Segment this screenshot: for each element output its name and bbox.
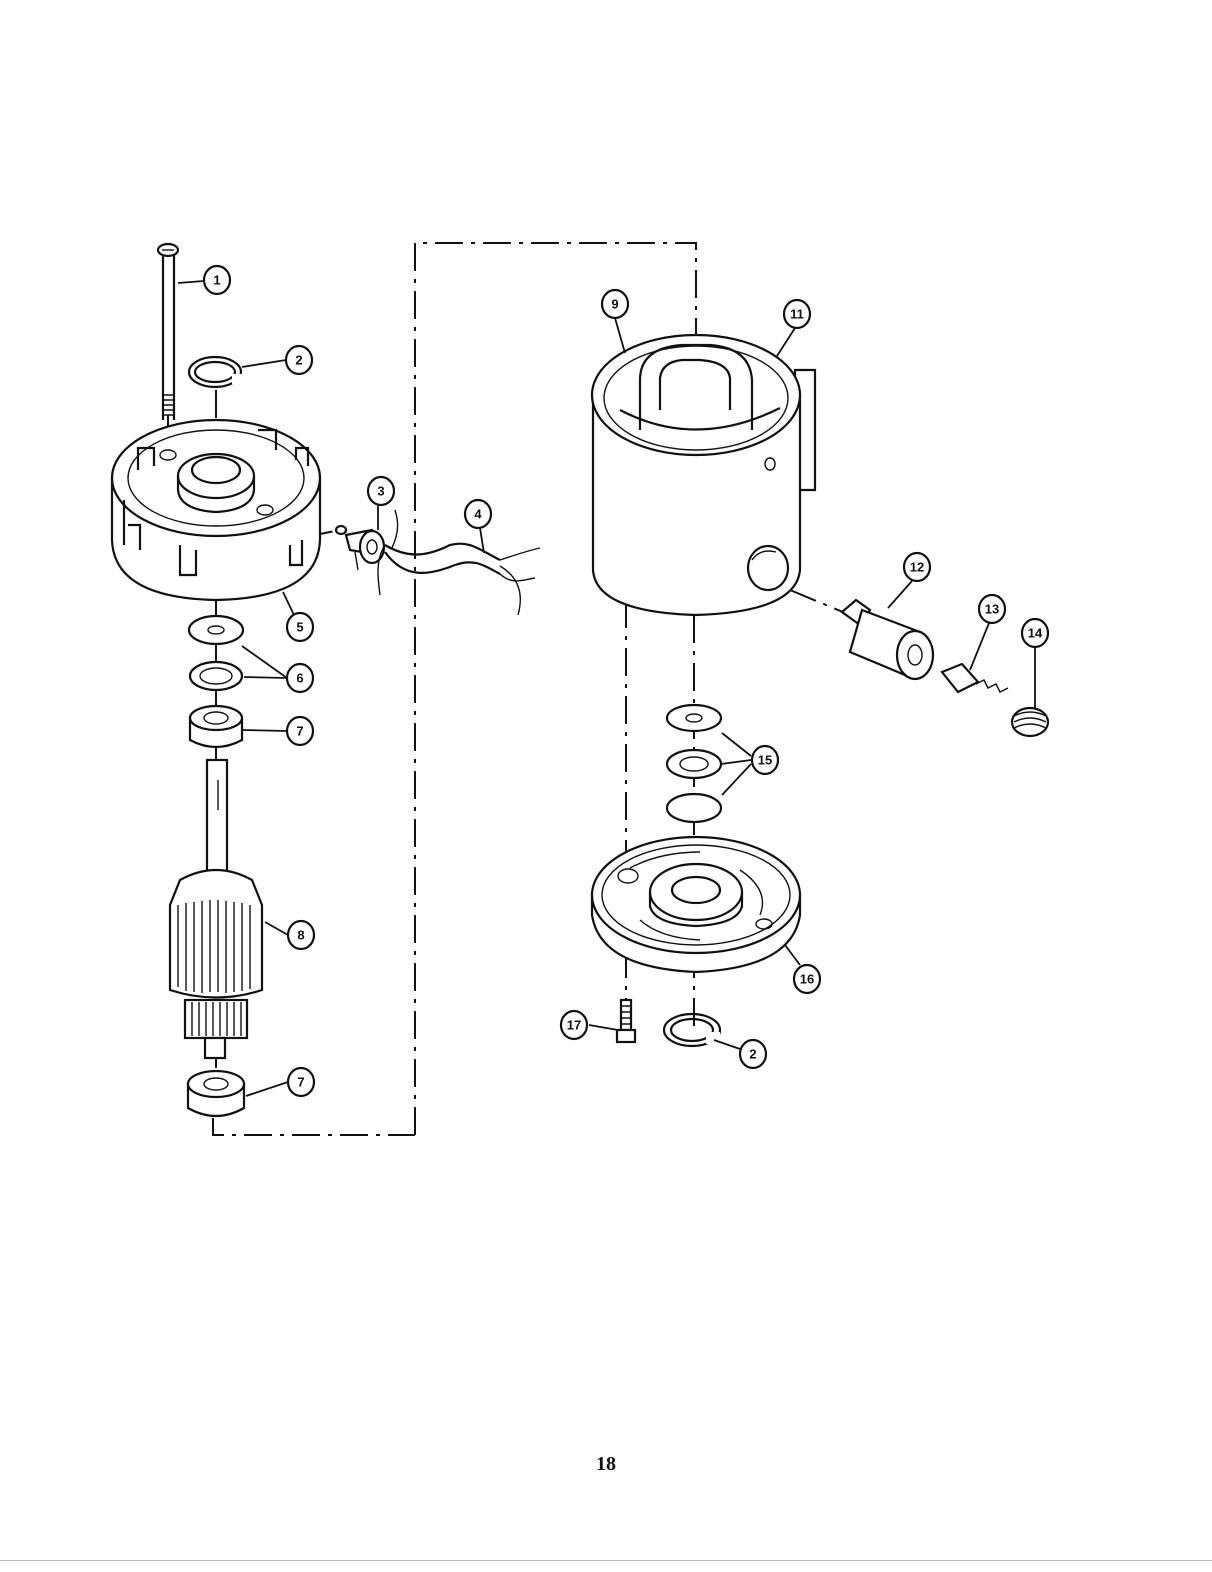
part-16-end-plate xyxy=(592,837,800,972)
page-number: 18 xyxy=(0,1453,1212,1476)
callout-7-top: 7 xyxy=(287,717,313,745)
callout-14-label: 14 xyxy=(1028,626,1043,641)
part-2-snap-ring-top xyxy=(189,357,244,387)
part-1-long-screw xyxy=(158,244,178,420)
callout-7-bottom-label: 7 xyxy=(297,1075,304,1090)
callout-14: 14 xyxy=(1022,619,1048,647)
part-9-motor-housing xyxy=(592,335,815,615)
callout-5: 5 xyxy=(287,613,313,641)
part-5-end-bell xyxy=(112,420,320,600)
part-8-armature xyxy=(170,760,262,1058)
callout-16-label: 16 xyxy=(800,972,814,987)
part-7-bearing-top xyxy=(190,706,242,747)
callout-16: 16 xyxy=(794,965,820,993)
callout-2-bottom-label: 2 xyxy=(749,1047,756,1062)
callout-15: 15 xyxy=(752,746,778,774)
callout-7-bottom: 7 xyxy=(288,1068,314,1096)
callout-8: 8 xyxy=(288,921,314,949)
callout-4: 4 xyxy=(465,500,491,528)
callout-3: 3 xyxy=(368,477,394,505)
page-bottom-rule xyxy=(0,1560,1212,1561)
part-17-short-screw xyxy=(617,1000,635,1042)
callout-9: 9 xyxy=(602,290,628,318)
callout-4-label: 4 xyxy=(474,507,482,522)
callout-6-label: 6 xyxy=(296,671,303,686)
part-13-brush xyxy=(942,664,1008,692)
callout-12: 12 xyxy=(904,553,930,581)
part-4-lead-wire xyxy=(378,510,540,615)
callout-7-top-label: 7 xyxy=(296,724,303,739)
callout-11-label: 11 xyxy=(790,307,804,322)
callout-12-label: 12 xyxy=(910,560,924,575)
part-14-brush-cap xyxy=(1012,708,1048,736)
part-12-brush-holder xyxy=(842,600,933,679)
part-2-snap-ring-bottom xyxy=(664,1014,720,1046)
callout-9-label: 9 xyxy=(611,297,618,312)
part-7-bearing-bottom xyxy=(188,1071,244,1116)
callout-6: 6 xyxy=(287,664,313,692)
callout-2-top: 2 xyxy=(286,346,312,374)
callout-11: 11 xyxy=(784,300,810,328)
callout-13: 13 xyxy=(979,595,1005,623)
callout-17: 17 xyxy=(561,1011,587,1039)
callout-1-label: 1 xyxy=(213,273,220,288)
part-15-washers xyxy=(667,705,721,822)
callout-3-label: 3 xyxy=(377,484,384,499)
callout-1: 1 xyxy=(204,266,230,294)
callout-17-label: 17 xyxy=(567,1018,581,1033)
callout-13-label: 13 xyxy=(985,602,999,617)
callout-2-bottom: 2 xyxy=(740,1040,766,1068)
part-3-terminal xyxy=(336,526,384,570)
callout-8-label: 8 xyxy=(297,928,304,943)
callout-5-label: 5 xyxy=(296,620,303,635)
callout-15-label: 15 xyxy=(758,753,772,768)
callout-2-top-label: 2 xyxy=(295,353,302,368)
